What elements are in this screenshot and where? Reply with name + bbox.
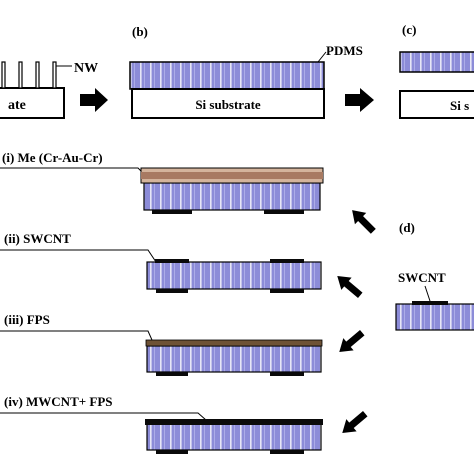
panel-d-label: (d) bbox=[399, 220, 415, 235]
pdms-leader-line bbox=[317, 51, 327, 63]
panel-b-pdms-layer bbox=[129, 61, 325, 90]
step-i-label: (i) Me (Cr-Au-Cr) bbox=[2, 150, 103, 165]
panel-d: (d) SWCNT bbox=[395, 220, 474, 331]
step-ii: (ii) SWCNT bbox=[0, 231, 322, 293]
step-iv-bottom-electrode-left bbox=[156, 450, 188, 454]
arrow-b-to-c bbox=[345, 88, 374, 112]
panel-b-label: (b) bbox=[132, 24, 148, 39]
panel-b: (b) PDMS Si substrate bbox=[129, 24, 363, 119]
panel-c: (c) Si s bbox=[399, 22, 474, 119]
step-iii-leader-line bbox=[0, 330, 153, 341]
step-ii-leader-line bbox=[0, 249, 157, 263]
panel-b-substrate bbox=[131, 88, 325, 119]
step-ii-label: (ii) SWCNT bbox=[4, 231, 71, 246]
panel-a-substrate-label: ate bbox=[8, 98, 26, 113]
d-swcnt-leader-line bbox=[424, 285, 431, 302]
arrow-to-step-ii bbox=[337, 276, 363, 298]
d-swcnt-label: SWCNT bbox=[398, 270, 446, 285]
step-i-metal-stripe bbox=[141, 172, 323, 179]
nw-label: NW bbox=[74, 61, 98, 76]
step-iii-label: (iii) FPS bbox=[4, 312, 50, 327]
panel-d-pdms-layer bbox=[395, 303, 474, 331]
panel-b-substrate-label: Si substrate bbox=[195, 97, 261, 112]
step-i-bottom-electrode-left bbox=[152, 210, 192, 214]
panel-c-substrate bbox=[399, 90, 474, 119]
step-iii-pdms-layer bbox=[146, 345, 322, 373]
step-i-bottom-electrode-right bbox=[264, 210, 304, 214]
step-i-pdms-layer bbox=[143, 182, 321, 211]
step-iv-bottom-electrode-right bbox=[270, 450, 304, 454]
pdms-label: PDMS bbox=[326, 43, 363, 58]
panel-a: NW ate bbox=[0, 61, 98, 119]
arrow-a-to-b bbox=[80, 88, 108, 112]
panel-c-pdms-layer bbox=[399, 51, 474, 73]
step-iv-mwcnt-fps-layer bbox=[145, 419, 323, 425]
step-ii-top-swcnt-right bbox=[270, 259, 304, 263]
panel-d-swcnt-strip bbox=[412, 301, 448, 305]
panel-c-substrate-label: Si s bbox=[450, 98, 469, 113]
step-iii-fps-layer bbox=[145, 339, 323, 347]
step-ii-pdms-layer bbox=[146, 261, 322, 290]
arrow-to-step-iii bbox=[339, 330, 365, 352]
panel-c-label: (c) bbox=[402, 22, 416, 37]
step-i-leader-line bbox=[0, 167, 145, 175]
step-i: (i) Me (Cr-Au-Cr) bbox=[0, 150, 324, 214]
arrow-to-step-iv bbox=[342, 411, 368, 433]
step-iv-leader-line bbox=[0, 412, 207, 421]
step-iv-label: (iv) MWCNT+ FPS bbox=[4, 394, 113, 409]
step-iii-bottom-electrode-right bbox=[270, 372, 304, 376]
diagonal-arrows bbox=[337, 210, 376, 433]
arrow-to-step-i bbox=[352, 210, 376, 234]
step-iii-bottom-electrode-left bbox=[156, 372, 188, 376]
step-iv: (iv) MWCNT+ FPS bbox=[0, 394, 323, 454]
step-iv-pdms-layer bbox=[146, 423, 322, 451]
step-ii-bottom-electrode-right bbox=[270, 289, 304, 293]
panel-a-nanowires bbox=[1, 61, 57, 89]
panel-a-substrate bbox=[0, 87, 65, 119]
step-iii: (iii) FPS bbox=[0, 312, 323, 376]
step-ii-bottom-electrode-left bbox=[156, 289, 188, 293]
step-ii-top-swcnt-left bbox=[155, 259, 189, 263]
